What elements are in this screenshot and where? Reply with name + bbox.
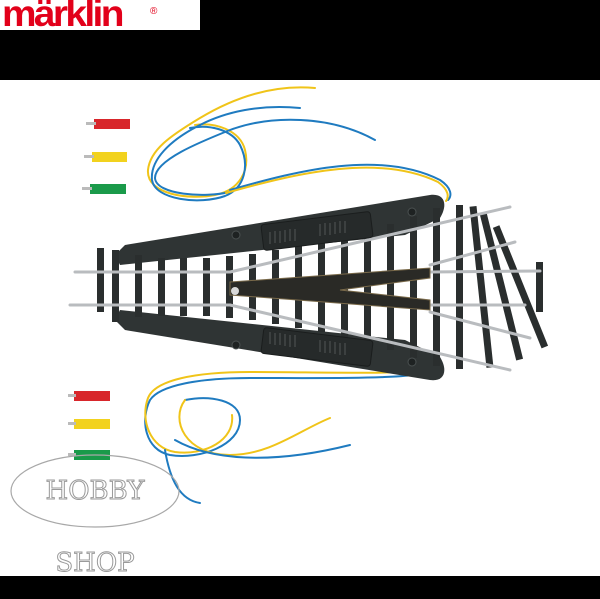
wire-bundle-bottom [144, 365, 441, 504]
plug-set-bottom [68, 391, 110, 460]
plug-set-top [82, 119, 130, 194]
watermark: HOBBY SHOP [10, 455, 180, 579]
red-plug [74, 391, 110, 401]
watermark-ellipse [10, 454, 180, 528]
red-plug [94, 119, 130, 129]
pivot-screw [231, 287, 239, 295]
sleepers [97, 205, 549, 369]
rails [68, 205, 542, 372]
yellow-plug [74, 419, 110, 429]
green-plug [90, 184, 126, 194]
brand-logo: märklin ® [0, 0, 200, 34]
mount-screw-left-bottom [231, 340, 241, 350]
bottom-band [0, 576, 600, 590]
brand-name: märklin [2, 0, 124, 34]
mount-screw-right-top [407, 207, 417, 217]
yellow-plug [92, 152, 127, 162]
watermark-text: HOBBY SHOP [45, 476, 145, 579]
turnout-body [68, 194, 549, 381]
mount-screw-left-top [231, 230, 241, 240]
wire-bundle-top [146, 86, 452, 202]
registered-mark: ® [150, 6, 158, 17]
mount-screw-right-bottom [407, 357, 417, 367]
vent-slots [269, 221, 346, 355]
